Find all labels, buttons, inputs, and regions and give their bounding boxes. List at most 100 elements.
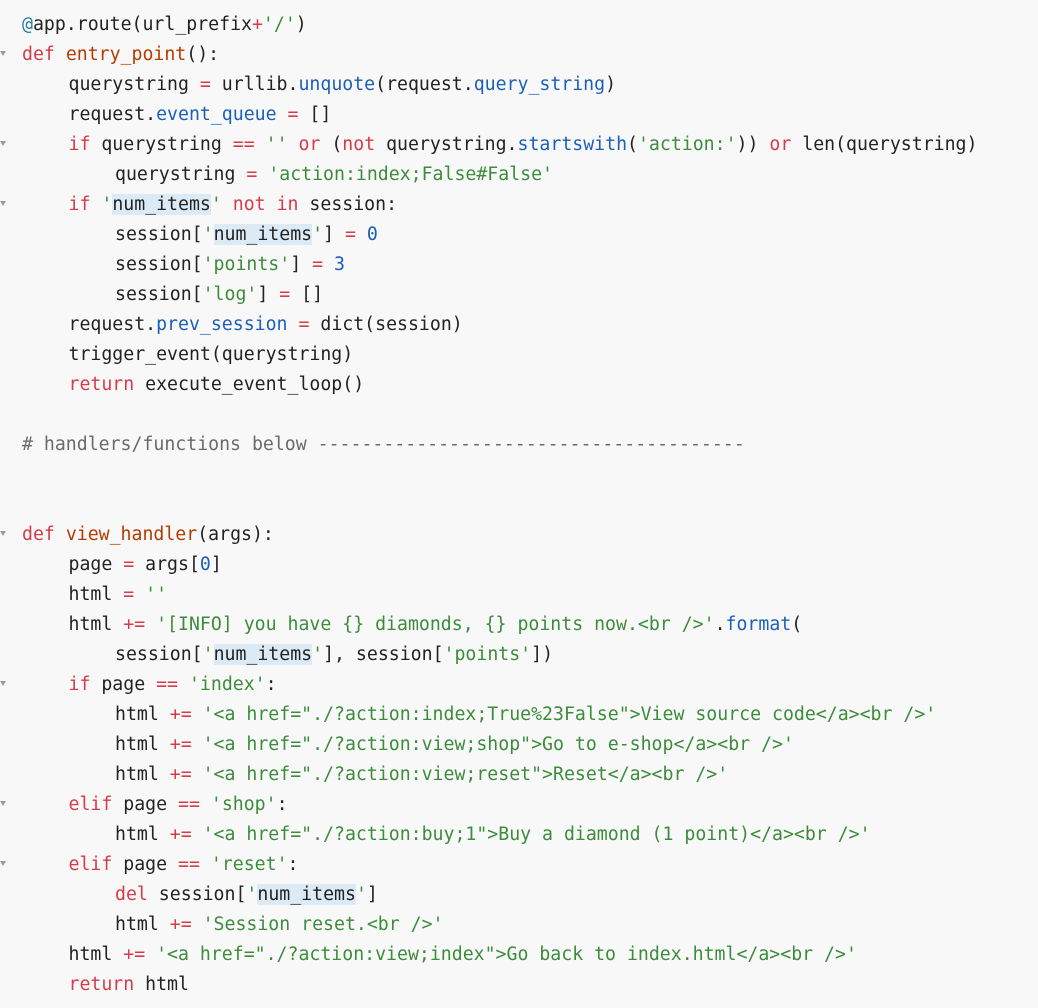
code-token: == (156, 674, 179, 695)
fold-arrow-icon[interactable] (0, 801, 6, 807)
code-token: '' (145, 584, 168, 605)
code-line: querystring = urllib.unquote(request.que… (0, 70, 1038, 100)
code-token: html (115, 824, 170, 845)
code-text: querystring = urllib.unquote(request.que… (69, 70, 617, 100)
code-token: '<a href="./?action:view;reset">Reset</a… (202, 764, 729, 785)
code-text: elif page == 'shop': (69, 790, 288, 820)
code-token: ( (627, 134, 638, 155)
code-token: session[ (115, 254, 203, 275)
code-token: num_items (213, 644, 313, 665)
code-token: 0 (366, 224, 378, 245)
code-token: prev_session (156, 314, 288, 335)
code-line (0, 460, 1038, 490)
code-token: view_handler (65, 524, 198, 545)
code-text: querystring = 'action:index;False#False' (115, 160, 553, 190)
code-token: '<a href="./?action:view;shop">Go to e-s… (202, 734, 794, 755)
code-text: session['num_items'], session['points']) (115, 640, 553, 670)
code-token (145, 614, 156, 635)
code-token: += (169, 734, 192, 755)
code-token: = (199, 74, 211, 95)
code-token: session: (298, 194, 398, 215)
code-token: ' (246, 884, 258, 905)
code-token: @ (22, 14, 33, 35)
code-token: elif (68, 854, 113, 875)
code-text: return html (69, 970, 189, 1000)
code-token: ( (791, 614, 803, 635)
code-token: (): (186, 44, 220, 65)
code-token: unquote (298, 74, 376, 95)
code-token: html (134, 974, 189, 995)
code-token: (request. (375, 74, 474, 95)
fold-arrow-icon[interactable] (0, 681, 6, 687)
code-token (192, 734, 203, 755)
code-token: 'action:index;False#False' (268, 164, 554, 185)
code-token: args[ (134, 554, 200, 575)
code-token: request. (68, 314, 157, 335)
code-token: ' (101, 194, 113, 215)
code-token: if (68, 674, 91, 695)
code-token: def (22, 44, 55, 65)
code-token: == (232, 134, 255, 155)
code-token: ) (605, 74, 617, 95)
code-token (192, 704, 203, 725)
code-line: session['log'] = [] (0, 280, 1038, 310)
code-token: # handlers/functions below -------------… (22, 434, 745, 455)
code-line (0, 400, 1038, 430)
code-token: = (279, 284, 291, 305)
code-line: session['points'] = 3 (0, 250, 1038, 280)
code-text: def entry_point(): (22, 40, 219, 70)
code-token: page (112, 794, 179, 815)
code-text: request.event_queue = [] (69, 100, 332, 130)
code-token: html (68, 584, 124, 605)
code-text: html += '<a href="./?action:view;reset">… (115, 760, 728, 790)
code-token (257, 164, 268, 185)
code-token: trigger_event(querystring) (68, 344, 354, 365)
fold-arrow-icon[interactable] (0, 861, 6, 867)
code-line: # handlers/functions below -------------… (0, 430, 1038, 460)
code-token: elif (68, 794, 113, 815)
code-token: startswith (517, 134, 628, 155)
code-text: html += '<a href="./?action:index;True%2… (115, 700, 936, 730)
code-token: : (276, 794, 288, 815)
code-token: 3 (334, 254, 345, 275)
code-token: return (68, 974, 135, 995)
code-token (255, 134, 266, 155)
code-token: or (298, 134, 321, 155)
code-token (55, 524, 66, 545)
code-token: execute_event_loop() (134, 374, 365, 395)
code-token (200, 794, 211, 815)
code-token: += (169, 704, 192, 725)
fold-arrow-icon[interactable] (0, 531, 6, 537)
code-token (134, 584, 145, 605)
code-text: html += '<a href="./?action:buy;1">Buy a… (115, 820, 871, 850)
code-token: html (68, 614, 124, 635)
code-line: html += '<a href="./?action:view;shop">G… (0, 730, 1038, 760)
code-token: html (115, 764, 170, 785)
code-text: session['points'] = 3 (115, 250, 345, 280)
code-line: html += '[INFO] you have {} diamonds, {}… (0, 610, 1038, 640)
fold-arrow-icon[interactable] (0, 201, 6, 207)
fold-arrow-icon[interactable] (0, 51, 6, 57)
code-token: html (115, 704, 170, 725)
code-token: 'shop' (210, 794, 277, 815)
code-line: html = '' (0, 580, 1038, 610)
code-text: if 'num_items' not in session: (69, 190, 398, 220)
code-line (0, 490, 1038, 520)
code-token (90, 194, 101, 215)
code-token: 'index' (188, 674, 266, 695)
code-text: trigger_event(querystring) (69, 340, 354, 370)
code-text: if page == 'index': (69, 670, 277, 700)
code-token: len(querystring) (791, 134, 978, 155)
code-text: page = args[0] (69, 550, 222, 580)
code-token: query_string (473, 74, 606, 95)
code-token: += (169, 824, 192, 845)
code-token: ] (323, 224, 345, 245)
code-token: [] (290, 284, 324, 305)
fold-arrow-icon[interactable] (0, 141, 6, 147)
code-line: @app.route(url_prefix+'/') (0, 10, 1038, 40)
code-token: num_items (213, 224, 313, 245)
code-token (192, 824, 203, 845)
code-token: 'log' (202, 284, 258, 305)
code-token (145, 944, 156, 965)
